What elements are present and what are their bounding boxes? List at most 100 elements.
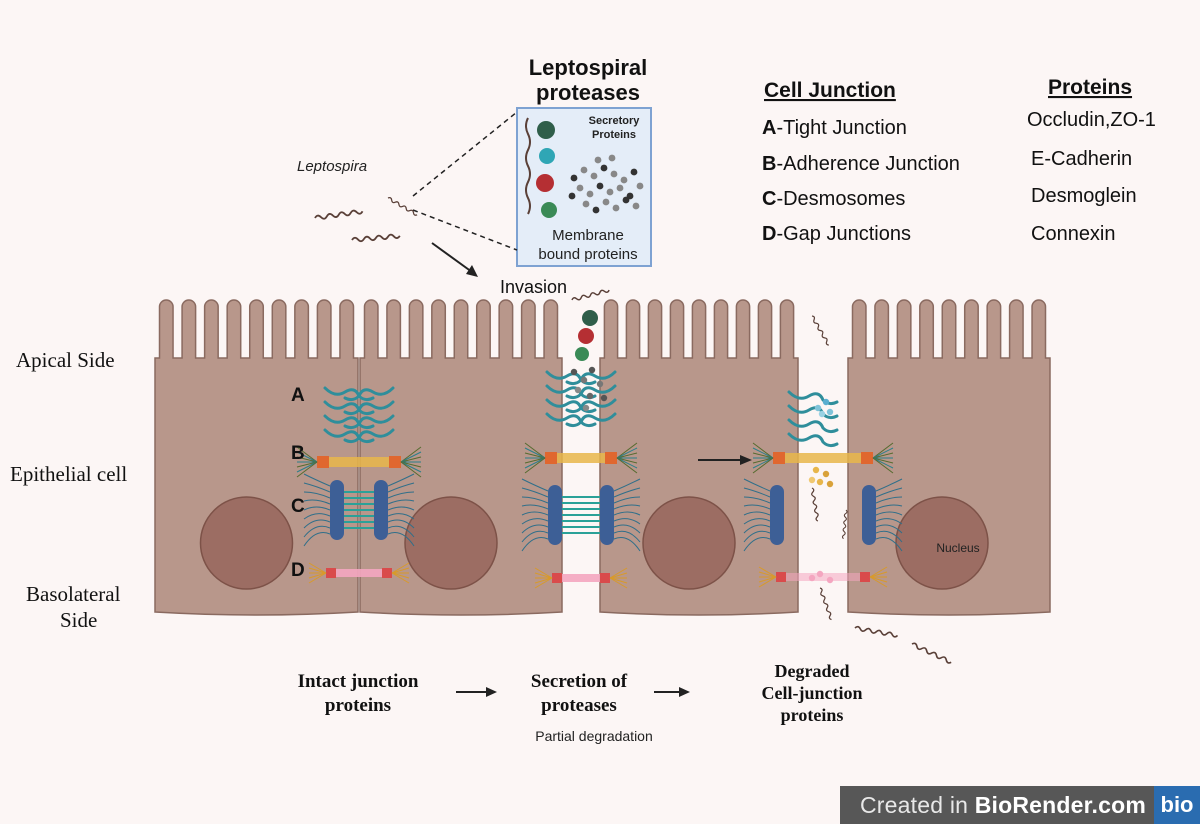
- protein-fragment: [822, 470, 830, 478]
- intermediate-filament: [613, 504, 641, 510]
- inset-protein-cyan: [539, 148, 555, 164]
- legend-junction-a: A-Tight Junction: [762, 117, 907, 139]
- gap-filament: [609, 577, 628, 584]
- protein-fragment: [588, 366, 596, 374]
- legend-protein-a: Occludin,ZO-1: [1027, 109, 1156, 131]
- gap-filament: [609, 577, 628, 589]
- junction-letter-c: C: [291, 496, 305, 517]
- step-degraded-line2: Cell-junction: [762, 683, 863, 703]
- intermediate-filament: [743, 504, 771, 510]
- protein-fragment: [586, 392, 594, 400]
- adherence-filament: [400, 461, 422, 478]
- intermediate-filament: [387, 532, 415, 547]
- secretory-dot: [570, 174, 578, 182]
- intermediate-filament: [743, 511, 771, 516]
- tight-strand-left: [323, 414, 375, 430]
- gap-filament: [308, 567, 327, 574]
- gap-filament: [758, 566, 777, 578]
- basolateral-label-line1: Basolateral: [26, 582, 121, 606]
- tight-strand-left: [787, 432, 839, 448]
- adherence-filament: [872, 447, 894, 459]
- adherence-filament: [752, 457, 774, 474]
- protein-fragment: [814, 404, 822, 412]
- gap-filament: [609, 567, 628, 579]
- adherence-filament: [872, 442, 894, 459]
- secretory-dot: [606, 188, 614, 196]
- adherence-filament: [872, 457, 894, 469]
- protein-fragment: [574, 386, 582, 394]
- inset-connector-bottom: [412, 209, 518, 251]
- step-arrow-2-head: [679, 687, 690, 697]
- protein-fragment: [596, 380, 604, 388]
- secretory-dot: [594, 156, 602, 164]
- intermediate-filament: [521, 524, 549, 534]
- adherence-filament: [296, 461, 318, 473]
- secretory-dot: [580, 166, 588, 174]
- gap-filament: [869, 576, 888, 583]
- junction-letter-a: A: [291, 385, 305, 406]
- adherence-filament: [872, 457, 894, 474]
- intermediate-filament: [875, 537, 903, 552]
- adherence-filament: [524, 447, 546, 459]
- gap-junction: [534, 567, 628, 589]
- tight-strand-left: [787, 390, 839, 406]
- intermediate-filament: [521, 518, 549, 525]
- intermediate-filament: [743, 478, 771, 492]
- leptospira-label: Leptospira: [297, 158, 367, 175]
- secretory-dot: [586, 190, 594, 198]
- secretory-dot: [596, 182, 604, 190]
- leptospira-right-3: [853, 625, 899, 639]
- gap-plaque: [600, 573, 610, 583]
- protein-fragment: [812, 466, 820, 474]
- intermediate-filament: [613, 537, 641, 552]
- legend-letter: B: [762, 153, 776, 175]
- tight-strand-right: [343, 400, 395, 416]
- protein-fragment: [600, 394, 608, 402]
- gap-junction: [758, 566, 888, 588]
- extras: [313, 107, 953, 697]
- basolateral-label-line2: Side: [60, 608, 97, 632]
- inset-title-line1: Leptospiral: [529, 55, 648, 80]
- secretory-dot: [608, 154, 616, 162]
- leptospira-gap-2: [841, 509, 848, 540]
- gap-filament: [391, 572, 410, 579]
- cadherin-bridge: [785, 453, 861, 463]
- adherence-filament: [400, 461, 422, 473]
- step-degraded-line3: proteins: [781, 705, 844, 725]
- intermediate-filament: [875, 478, 903, 492]
- junction-letter-d: D: [291, 560, 305, 581]
- adherence-filament: [752, 457, 774, 469]
- gap-junction: [308, 562, 410, 584]
- adherence-filament: [400, 456, 422, 463]
- gap-filament: [391, 572, 410, 584]
- intermediate-filament: [613, 511, 641, 516]
- protein-fragment: [822, 398, 830, 406]
- intermediate-filament: [743, 518, 771, 525]
- intermediate-filament: [875, 530, 903, 543]
- secretory-dot: [576, 184, 584, 192]
- intermediate-filament: [521, 487, 549, 498]
- protein-fragment: [826, 576, 834, 584]
- intermediate-filament: [613, 530, 641, 543]
- adherence-plaque: [605, 452, 617, 464]
- intermediate-filament: [613, 478, 641, 492]
- protein-fragment: [582, 404, 590, 412]
- biorender-credit-badge[interactable]: Created in BioRender.com bio: [840, 786, 1200, 824]
- intermediate-filament: [875, 504, 903, 510]
- tight-strand-left: [323, 386, 375, 402]
- gap-filament: [758, 571, 777, 578]
- invasion-label: Invasion: [500, 277, 567, 297]
- intermediate-filament: [303, 506, 331, 511]
- tight-strand-left: [545, 398, 597, 414]
- step-partial-label: Partial degradation: [535, 728, 653, 744]
- adherence-filament: [616, 447, 638, 459]
- tight-strand-right: [565, 384, 617, 400]
- intermediate-filament: [875, 487, 903, 498]
- secretory-dot: [610, 170, 618, 178]
- step-degraded-line1: Degraded: [775, 661, 850, 681]
- protein-fragment: [826, 408, 834, 416]
- adherence-filament: [296, 446, 318, 463]
- desmosome-plaque: [770, 485, 784, 545]
- desmosome: [303, 473, 415, 547]
